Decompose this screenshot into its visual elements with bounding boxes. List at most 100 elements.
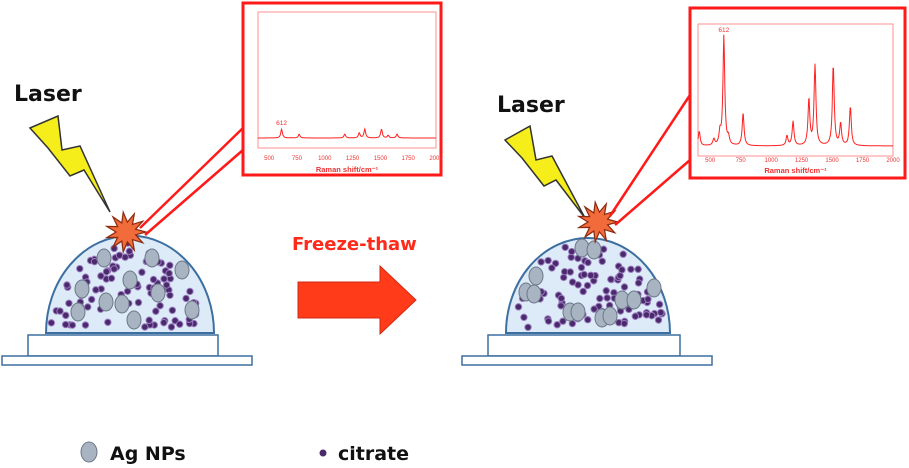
citrate-molecule xyxy=(548,264,556,272)
particles-left xyxy=(47,239,200,331)
citrate-molecule xyxy=(590,305,598,313)
x-axis-label: Raman shift/cm⁻¹ xyxy=(764,166,827,175)
legend-agnp-label: Ag NPs xyxy=(110,443,186,465)
citrate-molecule xyxy=(618,266,626,274)
citrate-molecule xyxy=(596,294,604,303)
citrate-molecule xyxy=(47,319,56,327)
x-tick-label: 1250 xyxy=(346,156,360,162)
ag-nanoparticle xyxy=(646,278,662,298)
x-tick-label: 2000 xyxy=(429,156,443,162)
x-tick-label: 1500 xyxy=(825,158,839,164)
citrate-molecule xyxy=(607,275,615,284)
citrate-molecule xyxy=(182,294,190,303)
x-tick-label: 1750 xyxy=(856,158,870,164)
laser-label-right: Laser xyxy=(497,93,565,118)
ag-nanoparticle xyxy=(528,266,544,286)
citrate-molecule xyxy=(167,323,176,331)
citrate-molecule xyxy=(168,306,177,314)
lightning-bolt-icon xyxy=(28,114,111,213)
process-label: Freeze-thaw xyxy=(292,234,417,255)
citrate-molecule xyxy=(631,312,640,320)
citrate-molecule xyxy=(156,301,164,310)
citrate-molecule xyxy=(644,295,652,303)
citrate-molecule xyxy=(138,268,146,276)
ag-nanoparticle xyxy=(114,294,130,314)
citrate-molecule xyxy=(68,321,77,329)
substrate-pedestal xyxy=(487,334,681,357)
citrate-molecule xyxy=(583,281,592,290)
plot-frame xyxy=(257,11,437,149)
citrate-molecule xyxy=(634,265,642,273)
citrate-molecule xyxy=(62,311,70,320)
ag-nanoparticle xyxy=(144,248,160,268)
citrate-molecule xyxy=(657,308,665,317)
citrate-molecule xyxy=(566,268,574,276)
citrate-molecule xyxy=(162,281,171,289)
substrate-pedestal xyxy=(27,334,219,357)
citrate-molecule xyxy=(537,258,545,266)
citrate-molecule xyxy=(97,272,105,280)
citrate-molecule xyxy=(568,247,576,256)
substrate-plate xyxy=(1,355,253,366)
peak-annotation: 612 xyxy=(718,27,729,34)
citrate-molecule xyxy=(65,299,73,307)
x-tick-label: 1750 xyxy=(402,156,416,162)
citrate-molecule xyxy=(186,287,194,296)
citrate-molecule xyxy=(56,307,64,315)
citrate-molecule xyxy=(115,251,124,259)
x-axis-label: Raman shift/cm⁻¹ xyxy=(316,165,379,174)
citrate-molecule xyxy=(553,321,561,329)
spectrum-line xyxy=(258,127,436,139)
x-tick-label: 1250 xyxy=(795,158,809,164)
ag-nanoparticle xyxy=(526,284,542,304)
citrate-molecule xyxy=(557,302,565,310)
citrate-molecule xyxy=(627,265,635,273)
x-tick-label: 1000 xyxy=(318,156,332,162)
citrate-molecule xyxy=(141,323,149,331)
citrate-molecule xyxy=(125,247,134,255)
citrate-molecule xyxy=(619,250,627,258)
ag-nanoparticle xyxy=(150,283,166,303)
citrate-molecule xyxy=(577,263,586,272)
substrate-plate xyxy=(461,355,713,366)
citrate-molecule xyxy=(81,321,90,329)
ag-nanoparticle xyxy=(174,260,190,280)
callout-line xyxy=(608,94,692,217)
citrate-molecule xyxy=(584,316,592,324)
ag-nanoparticle xyxy=(98,292,114,312)
citrate-molecule xyxy=(634,279,643,287)
citrate-molecule xyxy=(557,294,566,303)
laser-burst-icon xyxy=(104,209,149,255)
citrate-molecule xyxy=(134,298,143,307)
citrate-molecule xyxy=(584,258,592,267)
citrate-molecule xyxy=(175,320,184,328)
x-tick-label: 750 xyxy=(736,158,747,164)
citrate-molecule xyxy=(87,295,96,304)
x-tick-label: 2000 xyxy=(886,158,900,164)
ag-nanoparticle xyxy=(74,279,90,299)
citrate-molecule xyxy=(559,317,567,325)
citrate-molecule xyxy=(568,278,577,286)
citrate-molecule xyxy=(104,318,112,326)
citrate-molecule xyxy=(145,316,153,324)
citrate-molecule xyxy=(561,243,569,251)
spectrum-callout-before xyxy=(241,1,443,177)
citrate-molecule xyxy=(61,320,70,329)
particles-right xyxy=(514,238,666,331)
laser-label-left: Laser xyxy=(14,82,82,107)
citrate-legend-icon xyxy=(319,449,327,457)
agnp-legend-icon xyxy=(80,441,98,463)
ag-nanoparticle xyxy=(184,300,200,320)
callout-line xyxy=(139,127,244,229)
ag-nanoparticle xyxy=(626,290,642,310)
x-tick-label: 500 xyxy=(264,156,275,162)
ag-nanoparticle xyxy=(96,248,112,268)
citrate-molecule xyxy=(76,264,84,273)
citrate-molecule xyxy=(580,270,588,279)
ag-nanoparticle xyxy=(126,310,142,330)
citrate-molecule xyxy=(587,271,595,280)
spectrum-line xyxy=(697,34,893,147)
